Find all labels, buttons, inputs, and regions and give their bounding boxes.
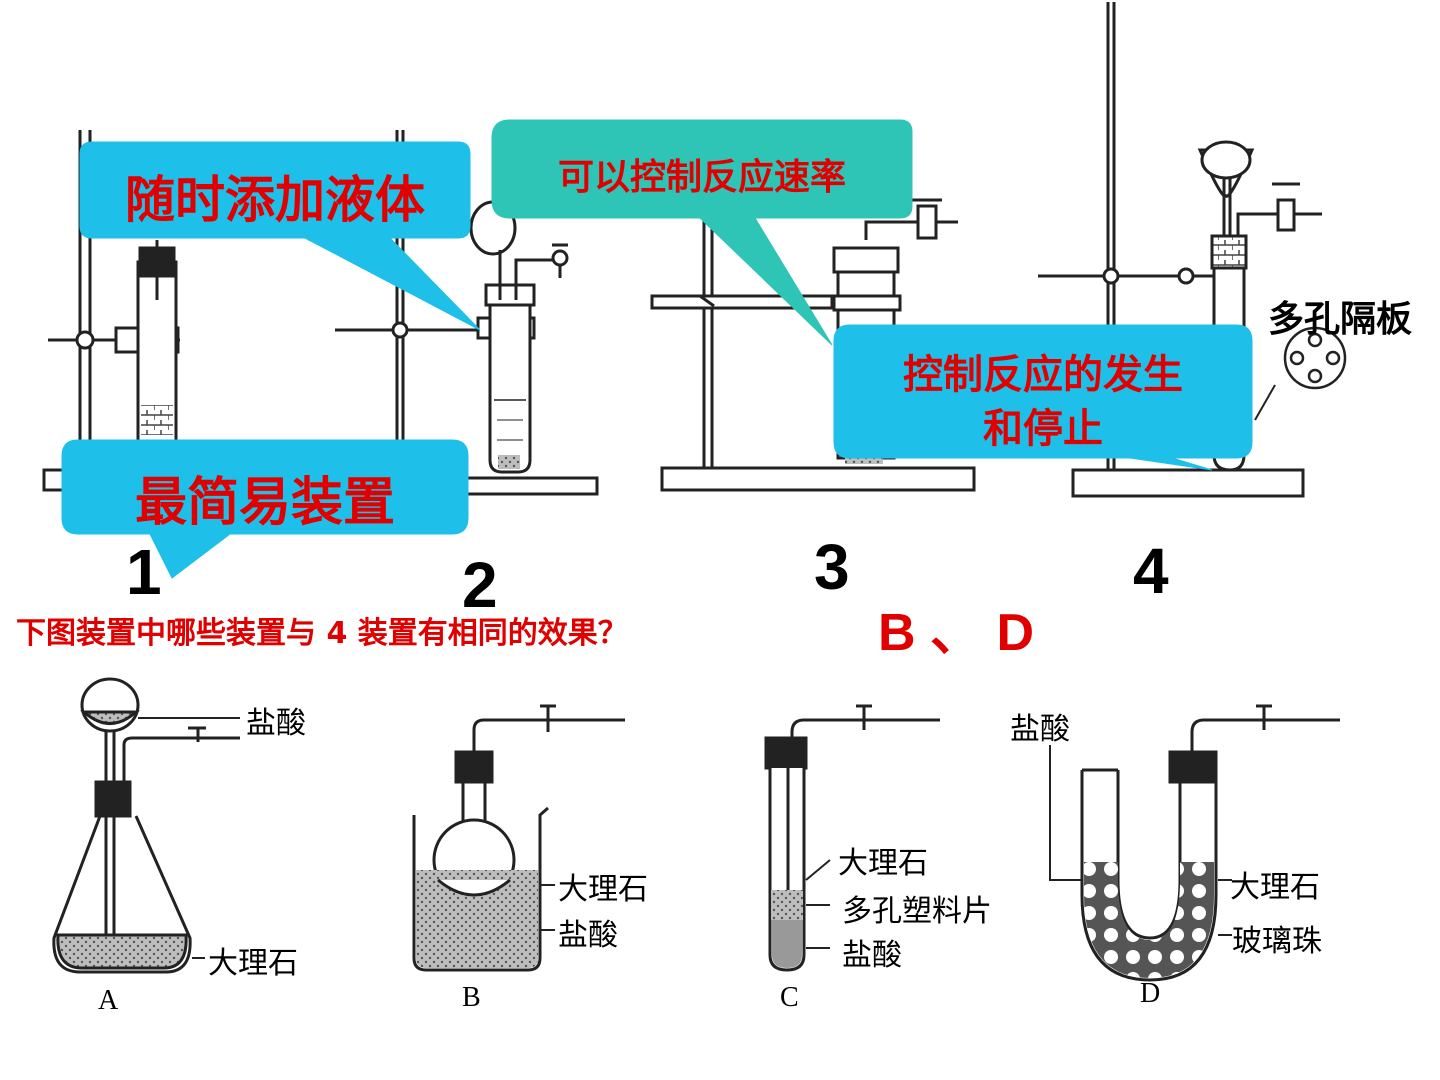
apparatus-number-1: 1 xyxy=(126,536,162,608)
figure-d-label-hydrochloric-acid: 盐酸 xyxy=(1010,712,1070,747)
apparatus-number-2: 2 xyxy=(462,549,498,621)
figure-b xyxy=(412,704,625,972)
callout-simplest: 最简易装置 xyxy=(134,473,395,533)
figure-c-letter: C xyxy=(780,982,799,1013)
figure-d xyxy=(1049,704,1340,982)
question-text: 下图装置中哪些装置与 4 装置有相同的效果？ xyxy=(16,616,628,651)
figure-c-label-marble: 大理石 xyxy=(838,846,928,881)
callout-control-start-stop-bubble xyxy=(833,324,1253,471)
apparatus-2 xyxy=(335,130,599,496)
figure-b-label-hydrochloric-acid: 盐酸 xyxy=(558,918,618,953)
figure-d-label-marble: 大理石 xyxy=(1230,870,1320,905)
figure-b-letter: B xyxy=(462,982,481,1013)
figure-c-label-porous-plastic: 多孔塑料片 xyxy=(842,894,992,929)
figure-c-label-hydrochloric-acid: 盐酸 xyxy=(842,938,902,973)
figure-d-letter: D xyxy=(1140,978,1161,1009)
callout-control-rate: 可以控制反应速率 xyxy=(557,157,846,198)
apparatus-number-4: 4 xyxy=(1133,535,1169,607)
apparatus-number-3: 3 xyxy=(814,531,850,603)
porous-plate-icon xyxy=(1283,326,1347,390)
callout-control-rate-bubble xyxy=(491,119,913,346)
callout-control-start-stop-line1: 控制反应的发生 xyxy=(903,352,1183,398)
figure-b-label-marble: 大理石 xyxy=(558,872,648,907)
callout-add-liquid-bubble xyxy=(79,141,481,331)
porous-plate-label: 多孔隔板 xyxy=(1268,299,1413,340)
figure-c xyxy=(764,704,940,972)
answer-text: B 、 D xyxy=(878,604,1035,662)
figure-a xyxy=(52,677,240,974)
callout-control-start-stop-line2: 和停止 xyxy=(983,406,1103,452)
figure-a-letter: A xyxy=(98,985,119,1016)
callout-add-liquid: 随时添加液体 xyxy=(125,171,425,229)
figure-a-label-hydrochloric-acid: 盐酸 xyxy=(246,706,306,741)
callout-simplest-bubble xyxy=(61,439,469,579)
figure-a-label-marble: 大理石 xyxy=(208,946,298,981)
figure-d-label-glass-beads: 玻璃珠 xyxy=(1232,924,1322,959)
